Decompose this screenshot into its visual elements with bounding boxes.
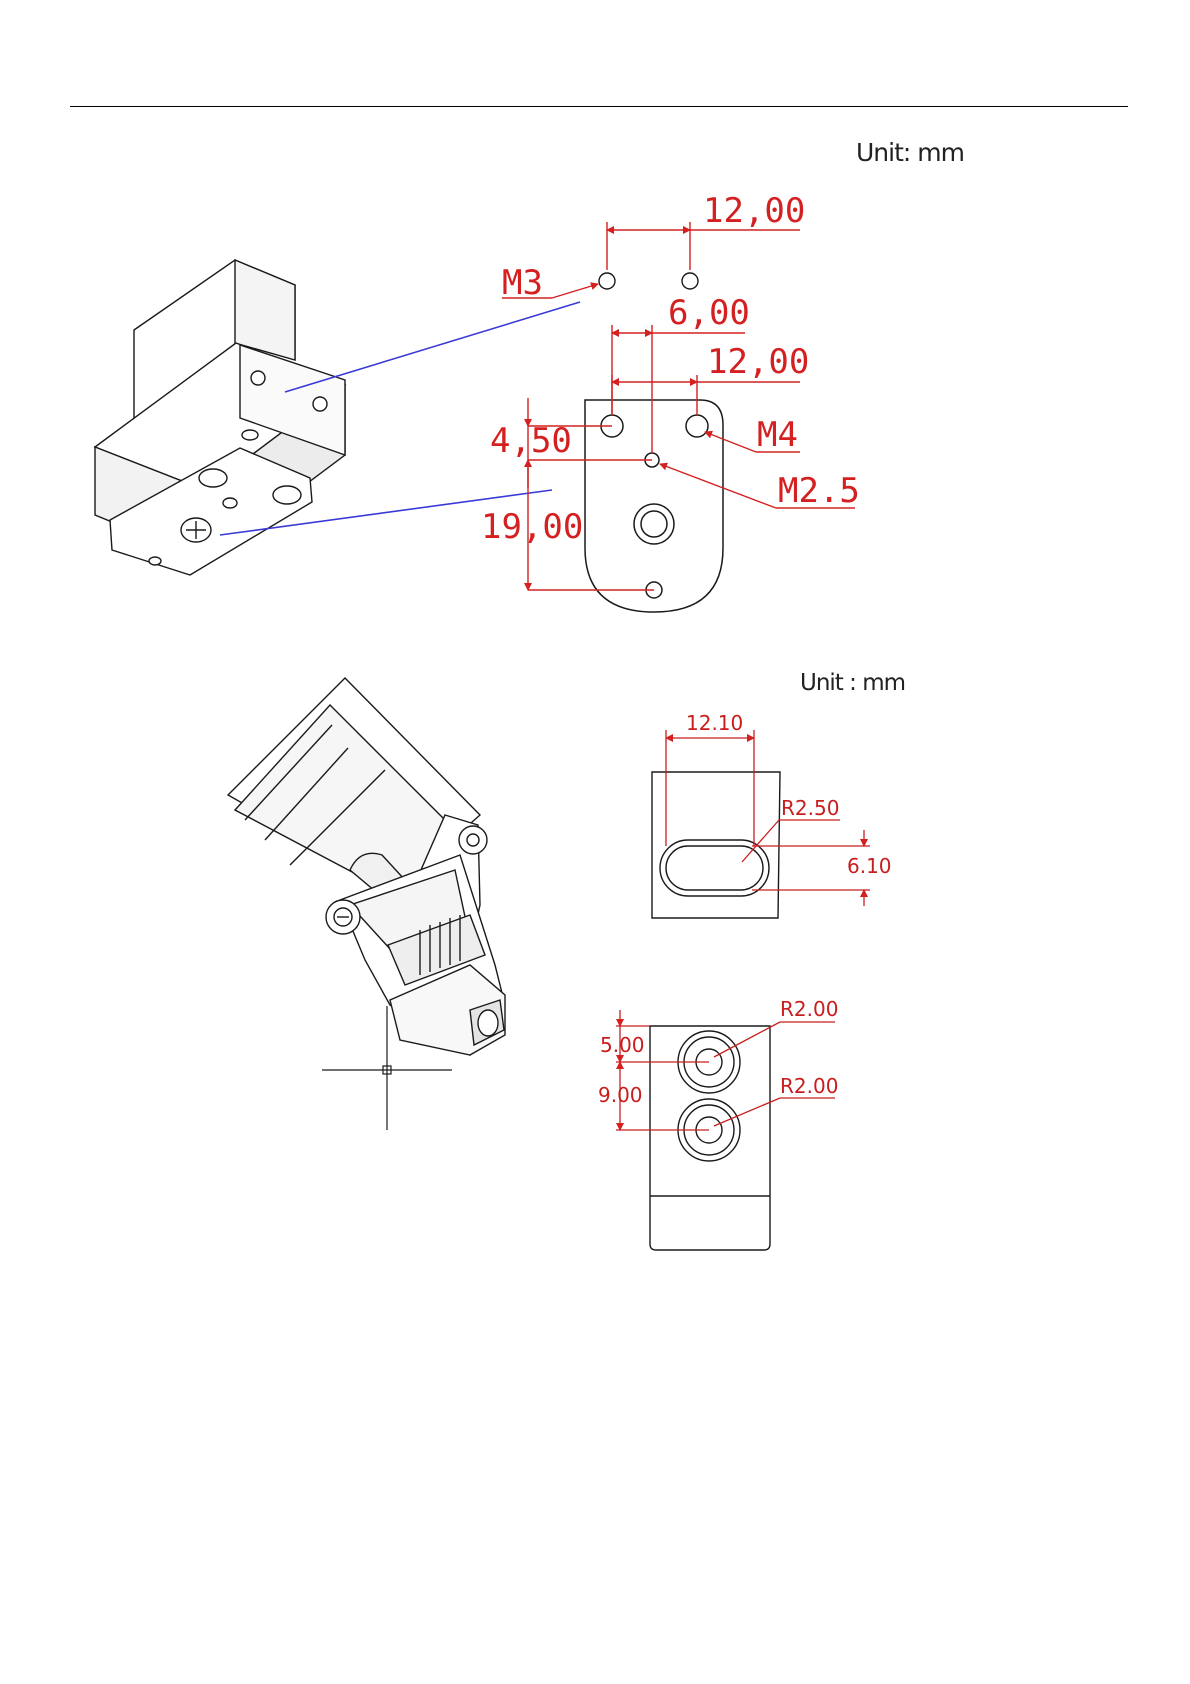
dim-text-9-00: 9.00 <box>598 1083 643 1107</box>
dim-text-6: 6,00 <box>668 293 750 333</box>
radius-label-r2-00-a: R2.00 <box>780 997 838 1021</box>
thread-label-m25: M2.5 <box>778 471 860 511</box>
dim-text-12-10: 12.10 <box>686 711 743 735</box>
dim-text-5-00: 5.00 <box>600 1033 645 1057</box>
dim-text-12-mid: 12,00 <box>707 342 809 382</box>
slot-plate-view <box>652 772 780 918</box>
bracket-plate <box>585 400 723 612</box>
thread-label-m3: M3 <box>502 263 543 303</box>
servo-isometric-top <box>95 260 345 575</box>
double-hole-plate-view <box>650 1026 770 1250</box>
radius-label-r2-00-b: R2.00 <box>780 1074 838 1098</box>
thread-label-m4: M4 <box>757 415 798 455</box>
dim-text-4-5: 4,50 <box>490 421 572 461</box>
dim-text-6-10: 6.10 <box>847 854 892 878</box>
radius-label-r2-50: R2.50 <box>781 796 839 820</box>
dim-text-19: 19,00 <box>481 507 583 547</box>
bracket-isometric-bottom <box>228 678 505 1055</box>
dim-text-12-top: 12,00 <box>703 191 805 231</box>
mounting-holes-m3 <box>599 273 698 289</box>
